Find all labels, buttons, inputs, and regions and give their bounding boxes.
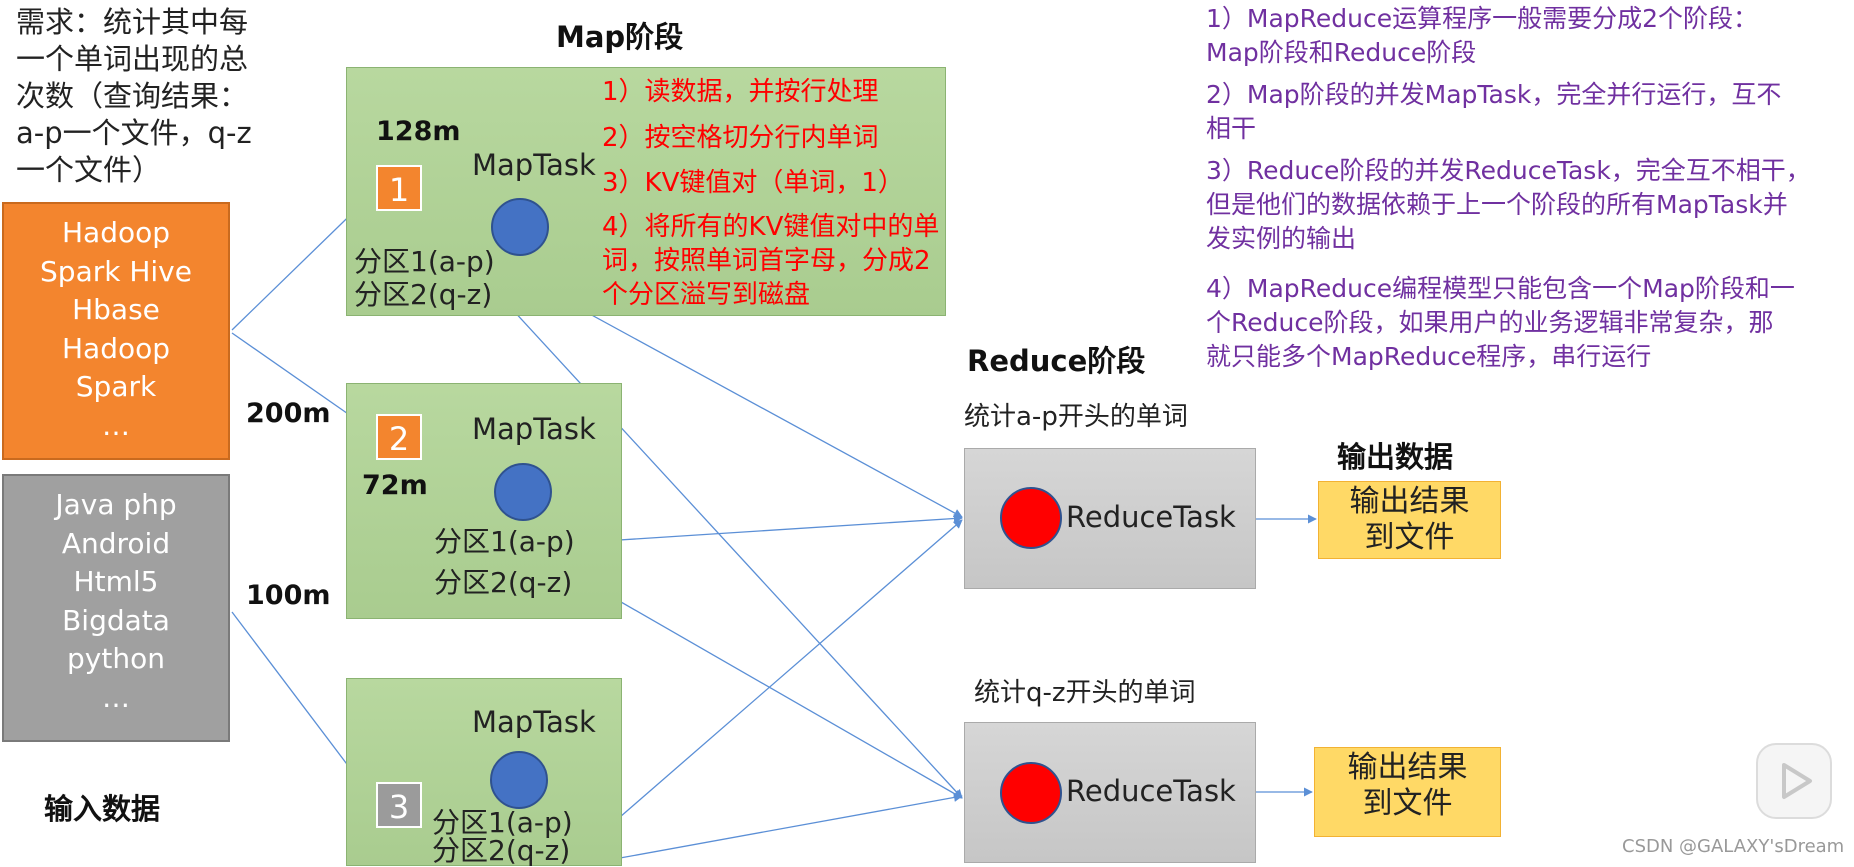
input-word: Bigdata <box>62 603 170 637</box>
note-3: 3）Reduce阶段的并发ReduceTask，完全互不相干， 但是他们的数据依… <box>1206 154 1811 256</box>
output-file-2: 输出结果 到文件 <box>1314 747 1501 837</box>
note-4: 4）MapReduce编程模型只能包含一个Map阶段和一 个Reduce阶段，如… <box>1206 272 1811 374</box>
notes-panel: 1）MapReduce运算程序一般需要分成2个阶段： Map阶段和Reduce阶… <box>1206 2 1811 374</box>
requirement-line: 一个单词出现的总 <box>16 42 249 76</box>
map-stage-title: Map阶段 <box>556 20 684 54</box>
map-step: 4）将所有的KV键值对中的单 <box>602 212 940 242</box>
requirement-line: 需求：统计其中每 <box>16 5 249 39</box>
output-file-1: 输出结果 到文件 <box>1318 481 1501 559</box>
maptask-3-partition-2: 分区2(q-z) <box>432 834 571 867</box>
split-3-number: 3 <box>376 782 422 828</box>
play-icon <box>1782 763 1812 799</box>
note-line: 相干 <box>1206 114 1257 143</box>
maptask-2-partition-1: 分区1(a-p) <box>434 525 575 558</box>
map-step: 2）按空格切分行内单词 <box>602 123 879 153</box>
output-line: 到文件 <box>1362 786 1453 821</box>
input-file-1: Hadoop Spark Hive Hbase Hadoop Spark … <box>2 202 230 460</box>
input-word: python <box>67 642 165 675</box>
output-line: 输出结果 <box>1349 484 1470 519</box>
maptask-3-partition-1: 分区1(a-p) <box>432 806 573 839</box>
reduce-1-caption: 统计a-p开头的单词 <box>964 402 1188 432</box>
maptask-1-node <box>491 198 549 256</box>
note-line: 就只能多个MapReduce程序，串行运行 <box>1206 342 1652 371</box>
maptask-2-label: MapTask <box>472 412 596 446</box>
note-line: 2）Map阶段的并发MapTask，完全并行运行，互不 <box>1206 80 1782 109</box>
reduce-2-caption: 统计q-z开头的单词 <box>974 678 1196 708</box>
requirement-line: 一个文件） <box>16 153 162 187</box>
output-line: 输出结果 <box>1347 750 1468 785</box>
arrow-map1-p2-to-reduce2 <box>499 295 963 799</box>
reducetask-1-label: ReduceTask <box>1066 500 1236 534</box>
maptask-1-partition-2: 分区2(q-z) <box>354 278 493 311</box>
output-line: 到文件 <box>1364 520 1455 555</box>
map-step: 3）KV键值对（单词，1） <box>602 168 904 198</box>
map-step: 1）读数据，并按行处理 <box>602 77 879 107</box>
maptask-2-box <box>346 383 622 619</box>
reducetask-1-node <box>1000 487 1062 549</box>
split-2-size-label: 72m <box>362 470 428 501</box>
file-1-size-label: 200m <box>246 398 331 429</box>
requirement-line: a-p一个文件，q-z <box>16 116 252 150</box>
input-word: Hadoop <box>61 216 171 249</box>
reducetask-2-node <box>1000 762 1062 824</box>
input-word: Hadoop <box>61 331 171 365</box>
split-2-number: 2 <box>376 414 422 460</box>
input-word: Spark Hive <box>40 254 192 288</box>
maptask-3-node <box>490 751 548 809</box>
reduce-stage-title: Reduce阶段 <box>967 344 1146 378</box>
maptask-3-label: MapTask <box>472 705 596 739</box>
input-word: … <box>102 680 130 714</box>
note-line: 3）Reduce阶段的并发ReduceTask，完全互不相干， <box>1206 156 1811 185</box>
note-line: 1）MapReduce运算程序一般需要分成2个阶段： <box>1206 4 1759 33</box>
note-line: 发实例的输出 <box>1206 224 1357 253</box>
map-step: 词，按照单词首字母，分成2 <box>602 246 931 276</box>
note-line: 4）MapReduce编程模型只能包含一个Map阶段和一 <box>1206 274 1795 303</box>
input-file-2: Java php Android Html5 Bigdata python … <box>2 474 230 742</box>
input-word: Android <box>61 526 171 560</box>
maptask-3-box <box>346 678 622 866</box>
input-word: Spark <box>75 370 157 403</box>
input-word: Hbase <box>72 293 160 326</box>
maptask-2-partition-2: 分区2(q-z) <box>434 566 573 599</box>
arrow-map3-p1-to-reduce1 <box>619 519 963 818</box>
maptask-1-partition-1: 分区1(a-p) <box>354 245 495 278</box>
note-1: 1）MapReduce运算程序一般需要分成2个阶段： Map阶段和Reduce阶… <box>1206 2 1811 70</box>
split-1-size-label: 128m <box>376 116 461 147</box>
input-stage-title: 输入数据 <box>44 792 161 826</box>
maptask-2-node <box>494 463 552 521</box>
note-line: 个Reduce阶段，如果用户的业务逻辑非常复杂，那 <box>1206 308 1774 337</box>
arrow-map2-p1-to-reduce1 <box>587 514 963 543</box>
input-word: … <box>102 408 130 442</box>
note-line: Map阶段和Reduce阶段 <box>1206 38 1477 67</box>
maptask-1-label: MapTask <box>472 148 596 182</box>
input-word: Html5 <box>73 565 159 598</box>
map-step: 个分区溢写到磁盘 <box>602 280 811 310</box>
note-line: 但是他们的数据依赖于上一个阶段的所有MapTask并 <box>1206 190 1788 219</box>
reducetask-2-label: ReduceTask <box>1066 774 1236 808</box>
arrow-map3-p2-to-reduce2 <box>619 793 963 859</box>
maptask-1-box <box>346 67 946 316</box>
watermark: CSDN @GALAXY'sDream <box>1622 836 1845 857</box>
output-stage-title: 输出数据 <box>1337 440 1454 474</box>
map-steps: 1）读数据，并按行处理 2）按空格切分行内单词 3）KV键值对（单词，1） 4）… <box>602 75 939 312</box>
input-word: Java php <box>55 488 177 521</box>
split-1-number: 1 <box>376 165 422 211</box>
note-2: 2）Map阶段的并发MapTask，完全并行运行，互不 相干 <box>1206 78 1811 146</box>
file-2-size-label: 100m <box>246 580 331 611</box>
arrow-map2-p2-to-reduce2 <box>587 582 963 799</box>
requirement-line: 次数（查询结果： <box>16 79 249 113</box>
play-button[interactable] <box>1756 743 1832 819</box>
requirement-text: 需求：统计其中每 一个单词出现的总 次数（查询结果： a-p一个文件，q-z 一… <box>16 4 252 189</box>
